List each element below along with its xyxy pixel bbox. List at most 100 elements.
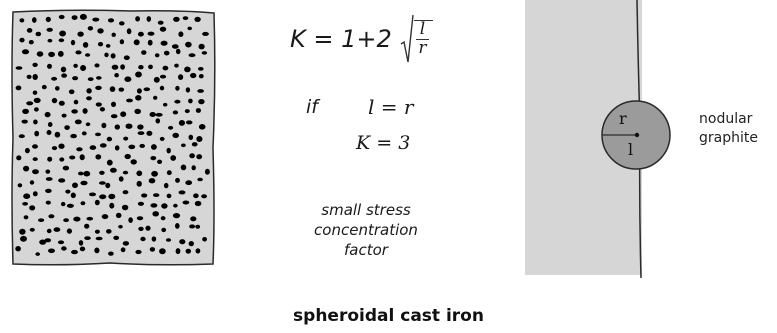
nodule-dot <box>139 144 145 148</box>
nodule-dot <box>178 31 183 37</box>
nodule-dot <box>58 240 64 244</box>
nodule-dot <box>76 147 82 151</box>
nodule-dot <box>47 64 52 69</box>
nodule-dot <box>71 109 78 113</box>
nodule-dot <box>111 114 118 118</box>
nodule-dot <box>160 86 164 91</box>
nodule-dot <box>189 53 196 57</box>
nodule-dot <box>55 86 60 91</box>
nodule-dot <box>155 53 160 57</box>
nodule-dot <box>179 120 185 126</box>
nodule-dot <box>122 205 128 211</box>
nodule-dot <box>61 73 67 77</box>
nodule-dot <box>45 170 50 174</box>
radical-sign-icon <box>400 14 414 64</box>
nodule-dot <box>100 107 105 111</box>
nodule-dot <box>185 109 190 113</box>
nodule-dot <box>123 171 128 175</box>
nodule-dot <box>47 229 52 233</box>
nodule-dot <box>19 38 24 43</box>
nodule-dot <box>65 190 70 194</box>
nodule-dot <box>178 74 183 80</box>
nodule-dot <box>158 21 164 25</box>
nodule-dot <box>189 241 194 246</box>
nodule-dot <box>64 125 70 130</box>
nodule-dot <box>101 123 106 128</box>
nodule-dot <box>135 16 140 21</box>
nodule-dot <box>116 213 122 218</box>
nodule-dot <box>193 193 199 198</box>
nodule-dot <box>61 202 65 206</box>
nodule-dot <box>111 53 116 58</box>
stress-concentration-formula: K = 1+2 l r <box>290 14 433 64</box>
nodule-dot <box>141 50 146 55</box>
nodule-dot <box>95 200 100 206</box>
nodule-dot <box>107 137 112 142</box>
nodule-dot <box>96 76 102 80</box>
nodule-dot <box>156 113 163 117</box>
nodule-dot <box>192 142 198 146</box>
nodule-dot <box>48 39 53 43</box>
nodule-dot <box>125 154 131 159</box>
nodule-dot <box>108 194 115 199</box>
nodule-dot <box>99 194 106 199</box>
nodule-dot <box>16 66 23 70</box>
nodule-dot <box>105 183 110 188</box>
nodule-dot <box>135 72 142 78</box>
nodule-dot <box>88 77 94 81</box>
nodule-dot <box>176 248 181 254</box>
nodule-dot <box>46 201 51 205</box>
nodule-dot <box>80 14 87 20</box>
nodule-dot <box>154 77 160 83</box>
nodule-dot <box>46 177 53 181</box>
nodule-dot <box>179 239 185 244</box>
nodule-dot <box>87 217 94 221</box>
nodule-dot <box>47 157 52 162</box>
nodule-dot <box>86 88 91 93</box>
nodule-dot <box>120 111 126 117</box>
nodule-dot <box>27 28 33 33</box>
nodule-dot <box>175 178 180 183</box>
nodule-dot <box>52 146 57 150</box>
nodule-dot <box>183 201 190 205</box>
nodule-dot <box>80 247 85 252</box>
nodule-dot <box>134 109 141 114</box>
nodular-graphite-label: nodular graphite <box>699 110 769 148</box>
nodule-dot <box>138 32 144 37</box>
nodule-dot <box>110 168 117 173</box>
nodule-dot <box>146 131 152 136</box>
nodule-dot <box>185 42 192 48</box>
nodule-dot <box>196 136 202 142</box>
nodule-dot <box>32 17 37 23</box>
nodule-dot <box>189 224 195 228</box>
nodule-dot <box>120 39 124 44</box>
nodule-dot <box>175 223 180 229</box>
nodule-dot <box>111 102 116 107</box>
nodule-dot <box>97 28 103 33</box>
nodule-dot <box>115 145 120 150</box>
formula-lhs: K = 1+2 <box>290 25 392 53</box>
nodule-dot <box>96 102 102 106</box>
nodule-dot <box>161 228 166 232</box>
sample-outline <box>12 10 215 265</box>
nodule-dot <box>55 132 61 138</box>
nodule-dot <box>25 148 30 153</box>
nodule-dot <box>153 96 157 100</box>
nodule-dot <box>128 145 135 150</box>
nodule-dot <box>70 134 77 138</box>
nodule-dot <box>114 73 119 77</box>
nodule-dot <box>137 88 142 93</box>
nodule-dot <box>19 134 25 138</box>
nodule-dot <box>185 180 192 185</box>
nodule-dot <box>160 27 166 32</box>
nodule-dot <box>184 67 191 73</box>
nodule-dot <box>23 193 30 199</box>
nodule-dot <box>127 28 132 34</box>
nodule-dot <box>149 178 156 183</box>
nodule-dot <box>88 26 93 30</box>
nodule-dot <box>59 101 65 106</box>
nodule-dot <box>145 226 150 231</box>
nodule-dot <box>79 240 83 246</box>
nodule-dot <box>69 89 75 94</box>
nodule-dot <box>137 181 142 187</box>
